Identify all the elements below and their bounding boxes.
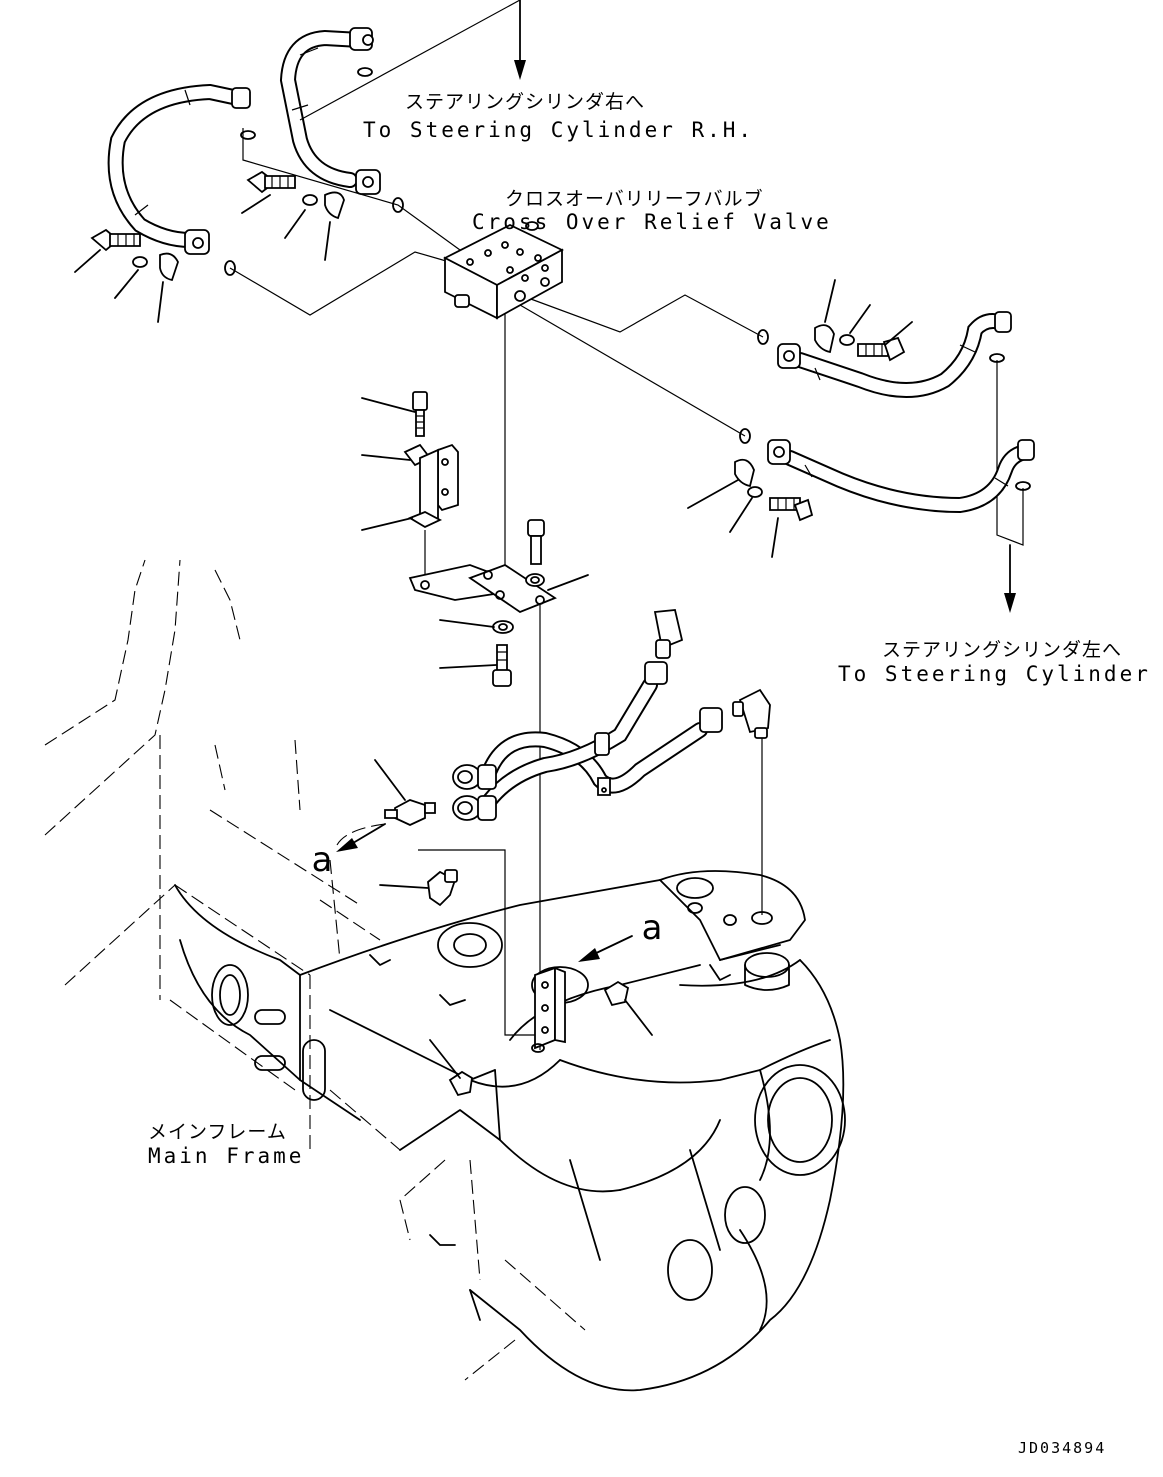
hose-fittings-rh [185, 28, 380, 254]
leader-lines-bracket [362, 398, 588, 668]
hose-lh-lower [790, 452, 1025, 505]
cross-over-relief-valve [445, 222, 562, 318]
frame-mount-plate [532, 968, 565, 1052]
steering-lh-label-en: To Steering Cylinder L.H. [838, 662, 1163, 686]
hose-fittings-lh [768, 312, 1034, 464]
valve-bracket [405, 392, 555, 686]
steering-rh-label-jp: ステアリングシリンダ右へ [405, 91, 646, 113]
frame-details [212, 878, 845, 1300]
fasteners-lh [735, 325, 904, 520]
view-marker-left: a [311, 840, 333, 880]
steering-lh-label-jp: ステアリングシリンダ左へ [882, 639, 1123, 661]
small-fittings [385, 800, 628, 1095]
relief-valve-label-en: Cross Over Relief Valve [472, 210, 832, 234]
view-marker-right: a [641, 908, 663, 948]
hose-rh-lower [116, 90, 238, 240]
steering-rh-label-en: To Steering Cylinder R.H. [363, 118, 755, 142]
relief-valve-label-jp: クロスオーバリリーフバルブ [505, 188, 764, 210]
hose-lh-upper [800, 321, 1000, 390]
fasteners-rh [92, 172, 344, 280]
main-frame-label-jp: メインフレーム [148, 1121, 287, 1143]
leader-lines-fittings [335, 760, 652, 1078]
main-frame-outline [45, 560, 585, 1380]
pressure-hoses [453, 610, 770, 820]
main-frame-body [175, 871, 843, 1390]
connection-lines [230, 0, 1023, 1050]
drawing-code: JD034894 [1018, 1439, 1107, 1457]
leader-lines-lh [688, 280, 912, 557]
main-frame-label-en: Main Frame [148, 1144, 305, 1168]
direction-arrows [336, 0, 1016, 962]
leader-lines-rh [75, 195, 330, 322]
hose-rh-upper [288, 38, 360, 180]
